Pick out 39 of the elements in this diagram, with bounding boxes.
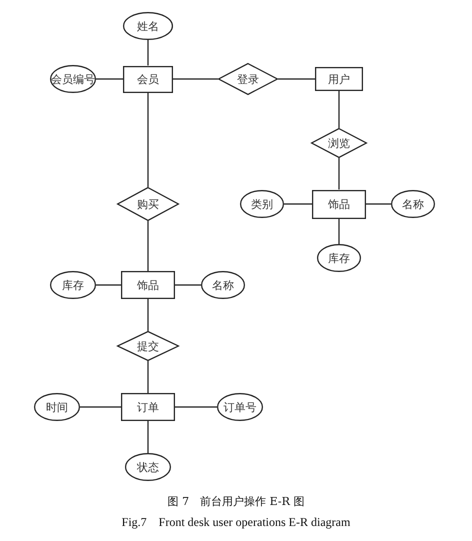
connector-line (147, 361, 149, 393)
connector-line (96, 78, 123, 80)
entity-box: 饰品 (121, 271, 175, 299)
connector-line (147, 221, 149, 271)
connector-line (338, 218, 340, 244)
attribute-ellipse: 名称 (391, 190, 435, 218)
entity-box: 用户 (315, 67, 363, 91)
relationship-diamond: 登录 (218, 63, 278, 95)
entity-box: 订单 (121, 393, 175, 421)
connector-line (147, 421, 149, 453)
attribute-ellipse: 姓名 (123, 12, 173, 40)
attribute-ellipse: 库存 (50, 271, 96, 299)
connector-line (175, 284, 201, 286)
attribute-ellipse: 状态 (125, 453, 171, 481)
attribute-ellipse: 类别 (240, 190, 284, 218)
connector-line (175, 406, 217, 408)
attribute-ellipse: 时间 (34, 393, 80, 421)
connector-line (96, 284, 121, 286)
figure-title: 图 7 前台用户操作 E-R 图 (166, 494, 306, 509)
entity-box: 会员 (123, 66, 173, 92)
relationship-diamond: 购买 (117, 187, 179, 221)
connector-line (278, 78, 315, 80)
connector-line (80, 406, 121, 408)
attribute-ellipse: 名称 (201, 271, 245, 299)
connector-line (338, 158, 340, 190)
entity-box: 饰品 (312, 190, 366, 218)
connector-line (366, 203, 391, 205)
connector-line (338, 91, 340, 128)
connector-line (147, 40, 149, 66)
attribute-ellipse: 会员编号 (50, 65, 96, 93)
connector-line (147, 299, 149, 331)
attribute-ellipse: 库存 (317, 244, 361, 272)
relationship-diamond: 浏览 (311, 128, 367, 158)
relationship-diamond: 提交 (117, 331, 179, 361)
connector-line (147, 92, 149, 187)
connector-line (284, 203, 312, 205)
connector-line (173, 78, 218, 80)
figure-caption: Fig.7 Front desk user operations E-R diagram (120, 514, 352, 531)
attribute-ellipse: 订单号 (217, 393, 263, 421)
